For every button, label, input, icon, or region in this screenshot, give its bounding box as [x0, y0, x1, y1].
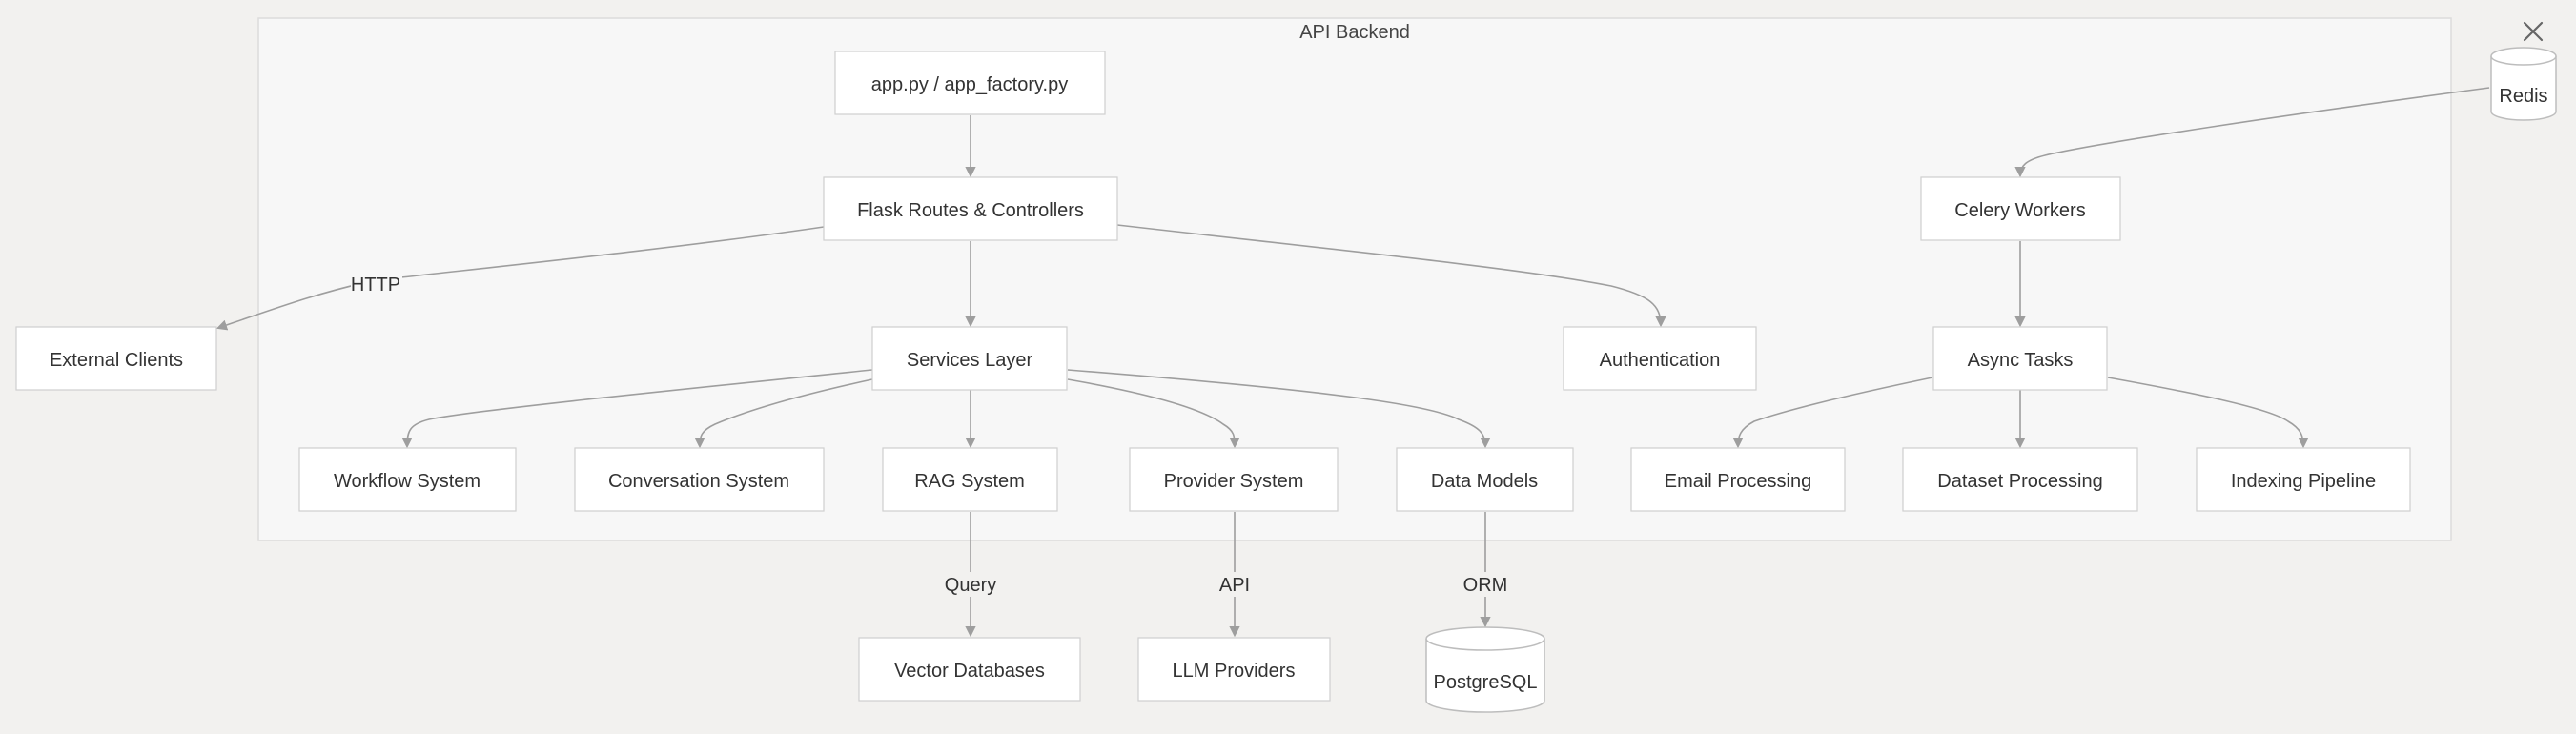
svg-text:Services Layer: Services Layer — [907, 350, 1033, 371]
svg-text:Vector Databases: Vector Databases — [894, 661, 1045, 682]
node-llm-providers[interactable]: LLM Providers — [1137, 637, 1331, 702]
edge-label-query: Query — [945, 575, 996, 596]
edge-services-provider — [1067, 378, 1240, 449]
edge-label-http: HTTP — [351, 275, 400, 296]
svg-text:Authentication: Authentication — [1600, 350, 1721, 371]
svg-text:Data Models: Data Models — [1431, 471, 1538, 492]
node-postgresql[interactable]: PostgreSQL — [1425, 626, 1545, 713]
node-data-models[interactable]: Data Models — [1396, 447, 1574, 512]
node-dataset-processing[interactable]: Dataset Processing — [1902, 447, 2138, 512]
node-celery-workers[interactable]: Celery Workers — [1920, 176, 2121, 241]
edges — [215, 87, 2490, 638]
svg-text:Dataset Processing: Dataset Processing — [1937, 471, 2102, 492]
svg-text:External Clients: External Clients — [50, 350, 183, 371]
svg-text:Provider System: Provider System — [1164, 471, 1304, 492]
svg-text:Email Processing: Email Processing — [1665, 471, 1812, 492]
node-redis[interactable]: Redis — [2490, 47, 2557, 121]
svg-text:RAG System: RAG System — [914, 471, 1025, 492]
svg-text:Redis: Redis — [2499, 86, 2547, 107]
node-app[interactable]: app.py / app_factory.py — [834, 51, 1106, 115]
svg-text:Celery Workers: Celery Workers — [1954, 200, 2085, 221]
edge-services-conversation — [694, 378, 873, 449]
svg-text:PostgreSQL: PostgreSQL — [1434, 672, 1538, 693]
svg-text:Workflow System: Workflow System — [334, 471, 480, 492]
edge-services-workflow — [401, 369, 873, 449]
node-authentication[interactable]: Authentication — [1563, 326, 1757, 391]
svg-text:Async Tasks: Async Tasks — [1968, 350, 2074, 371]
node-rag-system[interactable]: RAG System — [882, 447, 1058, 512]
node-conversation-system[interactable]: Conversation System — [574, 447, 825, 512]
node-services-layer[interactable]: Services Layer — [871, 326, 1068, 391]
cluster-title: API Backend — [1299, 22, 1410, 43]
edge-flask-clients — [215, 226, 825, 331]
node-async-tasks[interactable]: Async Tasks — [1932, 326, 2108, 391]
node-provider-system[interactable]: Provider System — [1129, 447, 1339, 512]
edge-async-indexing — [2107, 377, 2309, 449]
node-flask-routes[interactable]: Flask Routes & Controllers — [823, 176, 1118, 241]
node-external-clients[interactable]: External Clients — [15, 326, 217, 391]
node-workflow-system[interactable]: Workflow System — [298, 447, 517, 512]
edge-flask-auth — [1116, 224, 1666, 328]
node-email-processing[interactable]: Email Processing — [1630, 447, 1846, 512]
svg-text:Flask Routes & Controllers: Flask Routes & Controllers — [857, 200, 1084, 221]
edge-labels: HTTP Query API ORM — [351, 272, 1509, 597]
edge-services-models — [1067, 369, 1491, 449]
edge-label-orm: ORM — [1463, 575, 1508, 596]
edge-async-email — [1732, 377, 1933, 449]
svg-text:LLM Providers: LLM Providers — [1173, 661, 1296, 682]
svg-text:Conversation System: Conversation System — [608, 471, 789, 492]
edge-label-api: API — [1219, 575, 1250, 596]
close-icon[interactable] — [2519, 18, 2547, 47]
svg-text:Indexing Pipeline: Indexing Pipeline — [2231, 471, 2376, 492]
edge-redis-celery — [2014, 87, 2490, 178]
node-vector-databases[interactable]: Vector Databases — [858, 637, 1081, 702]
svg-text:app.py / app_factory.py: app.py / app_factory.py — [871, 74, 1068, 95]
node-indexing-pipeline[interactable]: Indexing Pipeline — [2196, 447, 2411, 512]
